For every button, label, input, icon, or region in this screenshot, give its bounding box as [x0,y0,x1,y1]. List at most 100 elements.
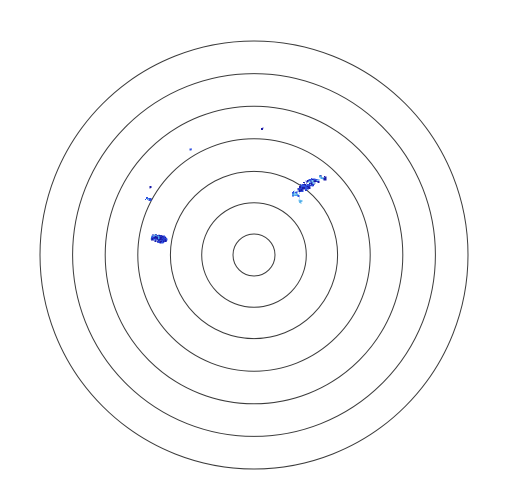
echo-pixel [303,182,305,183]
echo-pixel [292,193,295,196]
echo-pixel [298,192,300,194]
echo-pixel [294,192,296,194]
echo-pixel [308,184,310,186]
echo-pixel [156,235,158,237]
echo-pixel [308,179,311,181]
echo-pixel [307,187,309,189]
echo-pixel [311,184,314,187]
echo-pixel [313,181,315,182]
echo-pixel [262,127,264,129]
echo-pixel [311,179,314,182]
echo-pixel [164,239,167,242]
echo-speck-northwest [144,196,152,201]
echo-pixel [148,197,152,201]
echo-speck-northwest-b [149,186,152,189]
echo-pixel [316,178,318,180]
echo-pixel [312,182,315,185]
echo-pixel [153,237,156,240]
echo-pixel [299,189,301,191]
echo-pixel [189,148,192,151]
echo-pixel [317,180,320,183]
echo-pixel [314,182,316,184]
echo-pixel [158,240,160,242]
echo-pixel [163,241,164,243]
echo-pixel [311,178,312,179]
echo-pixel [305,180,307,182]
echo-pixel [297,190,299,192]
echo-pixel [300,199,303,202]
echo-pixel [316,181,318,182]
echo-pixel [299,200,302,203]
echo-pixel [261,128,263,129]
echo-pixel [307,179,310,182]
echo-pixel [261,128,264,131]
echo-pixel [159,237,162,240]
echo-pixel [292,191,294,193]
echo-pixel [161,239,163,241]
echo-speck-north [261,127,264,131]
echo-pixel [318,179,320,181]
echo-pixel [159,240,163,244]
echo-pixel [310,181,312,183]
echo-pixel [153,236,155,237]
echo-pixel [305,184,307,186]
echo-cluster-northeast-tail2 [298,197,303,204]
echo-pixel [150,236,152,238]
echo-pixel [295,195,296,197]
echo-pixel [154,240,157,243]
echo-pixel [166,239,168,241]
echo-pixel [303,188,305,190]
echo-pixel [306,184,309,186]
echo-pixel [291,191,294,194]
precipitation-echoes [144,127,327,244]
echo-pixel [298,199,301,202]
echo-pixel [309,185,311,187]
echo-pixel [322,177,325,180]
echo-pixel [159,236,161,239]
echo-pixel [154,236,158,240]
range-ring-6 [72,73,436,437]
echo-pixel [294,191,296,193]
echo-pixel [306,185,309,188]
echo-pixel [146,199,148,200]
echo-pixel [299,197,300,199]
echo-cluster-northeast-tail [291,190,300,197]
echo-pixel [305,187,308,189]
range-rings [39,40,469,470]
echo-pixel [313,178,316,181]
echo-pixel [157,234,158,236]
echo-pixel [309,182,311,184]
echo-pixel [150,186,152,188]
echo-pixel [292,194,294,197]
range-ring-2 [201,202,307,308]
echo-pixel [155,240,157,242]
echo-pixel [152,234,154,236]
echo-pixel [295,191,298,194]
echo-pixel [296,193,299,196]
echo-pixel [157,241,160,243]
range-ring-5 [104,105,404,405]
echo-pixel [161,241,163,244]
echo-pixel [308,180,310,182]
echo-pixel [165,237,166,238]
echo-pixel [163,237,166,240]
echo-pixel [323,176,325,177]
range-ring-7 [39,40,469,470]
echo-pixel [154,238,157,241]
echo-pixel [304,182,306,184]
echo-pixel [314,180,317,183]
echo-pixel [299,186,302,189]
range-ring-1 [232,233,276,277]
echo-pixel [307,181,308,183]
echo-pixel [162,238,164,240]
echo-pixel [300,189,303,192]
echo-pixel [161,235,163,238]
echo-pixel [302,184,305,187]
echo-pixel [311,182,314,185]
echo-pixel [306,180,308,182]
echo-pixel [144,198,146,200]
echo-pixel [151,235,154,238]
echo-pixel [308,181,311,184]
echo-pixel [306,182,307,184]
